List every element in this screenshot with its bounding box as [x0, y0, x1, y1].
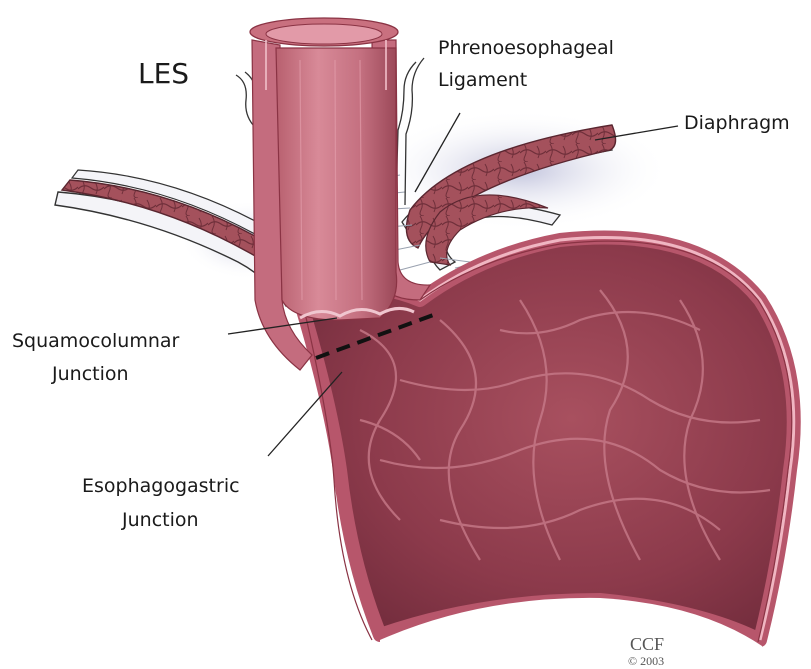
title-les: LES [138, 57, 189, 90]
label-esophagogastric-line1: Esophagogastric [82, 475, 240, 497]
label-diaphragm: Diaphragm [684, 112, 790, 134]
label-squamocolumnar-line1: Squamocolumnar [12, 330, 180, 352]
label-phrenoesophageal-line2: Ligament [438, 69, 527, 91]
label-phrenoesophageal-line1: Phrenoesophageal [438, 37, 614, 59]
credit-org: CCF [630, 634, 664, 654]
label-squamocolumnar-line2: Junction [51, 363, 129, 385]
credit-year: © 2003 [628, 654, 664, 668]
label-esophagogastric-line2: Junction [121, 509, 199, 531]
